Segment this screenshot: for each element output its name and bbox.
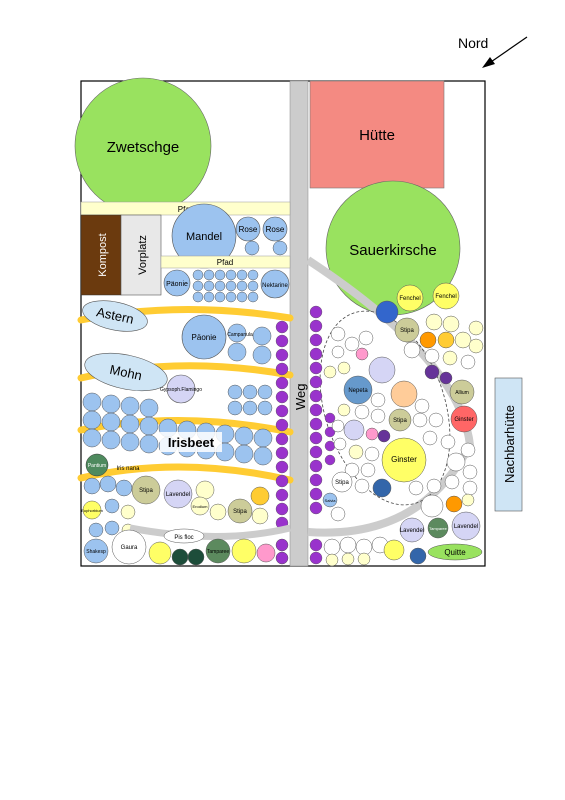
shakesp-label: Shakesp [86, 549, 106, 555]
nektarine-label: Nektarine [262, 283, 288, 289]
lavendel-left-label: Lavendel [166, 492, 190, 498]
nachbarhuette-building [494, 377, 523, 512]
lavendel-right2-label: Lavendel [454, 524, 478, 530]
weg-label: Weg [293, 384, 308, 411]
pfad-middle-label: Pfad [217, 258, 233, 267]
rose-1 [235, 216, 261, 242]
huette-label: Hütte [359, 127, 395, 144]
gypsophila-label: Gypsoph.Flamingo [160, 387, 202, 393]
euphorbium-left-label: Euphorbium [81, 508, 103, 513]
mohn-bed [84, 352, 168, 392]
astern-bed [82, 300, 148, 332]
ginster-label: Ginster [391, 455, 417, 464]
irisbeet-label-bg [160, 432, 222, 452]
paeonie-large [181, 314, 227, 360]
paeonie-small [163, 269, 191, 297]
paeonie-large-label: Päonie [192, 333, 217, 342]
gaura-label: Gaura [121, 545, 138, 551]
pis-floc-label: Pis floc [174, 535, 193, 541]
dashed-bed [319, 310, 451, 506]
mohn-label: Mohn [108, 362, 143, 383]
gypsophila-plant [166, 374, 196, 404]
rose-2-label: Rose [266, 225, 285, 234]
upper-right-plants [375, 282, 484, 370]
small-plant [272, 240, 288, 256]
rose-2 [262, 216, 288, 242]
tamparee-left-label: Tamparee [207, 549, 229, 555]
north-label: Nord [458, 35, 488, 51]
campanula-group [227, 323, 272, 365]
quitte-label: Quitte [444, 548, 466, 557]
salvia-label: Salvia [325, 498, 337, 503]
pfad-middle [160, 255, 291, 269]
vorplatz-area [120, 214, 162, 296]
tamparee-right-label: Tamparee [429, 526, 448, 531]
stipa-left-label: Stipa [139, 488, 153, 494]
ginster-small-label: Ginster [454, 417, 473, 423]
lavendel-right1-label: Lavendel [400, 528, 424, 534]
nepeta-label: Nepeta [348, 388, 368, 394]
weg-path [289, 80, 309, 567]
bottom-row-left [83, 529, 289, 566]
stipa-left2-label: Stipa [233, 509, 247, 515]
pis-floc-plant [163, 528, 205, 544]
grey-curve-left [129, 524, 291, 540]
stipa-right2-label: Stipa [393, 418, 407, 424]
erodium-left-label: Erodium [193, 504, 209, 509]
quitte-tree [427, 543, 483, 561]
stipa-right3-label: Stipa [335, 480, 349, 486]
iris-nana-label: Iris nana [116, 466, 140, 472]
campanula-label: Campanula [227, 332, 253, 338]
zwetschge-label: Zwetschge [107, 139, 180, 156]
pantium-label: Pantium [88, 463, 106, 469]
purple-column-right [309, 305, 336, 565]
middle-right-plants [322, 326, 478, 522]
nachbarhuette-label: Nachbarhütte [502, 405, 517, 483]
fenchel-2-label: Fenchel [435, 294, 456, 300]
stipa-right1-label: Stipa [400, 328, 414, 334]
small-plant [244, 240, 260, 256]
vorplatz-label: Vorplatz [137, 235, 149, 275]
north-arrow-icon [482, 36, 528, 68]
kompost-label: Kompost [97, 233, 109, 276]
mixed-plants-left [82, 475, 270, 538]
rose-1-label: Rose [239, 225, 258, 234]
sauerkirsche-label: Sauerkirsche [349, 242, 437, 259]
fenchel-1-label: Fenchel [399, 296, 420, 302]
bottom-row-right [323, 511, 481, 567]
purple-column-left [275, 320, 289, 530]
paeonie-small-label: Päonie [166, 281, 188, 288]
irisbeet-label: Irisbeet [168, 435, 215, 450]
mandel-label: Mandel [186, 231, 222, 243]
nektarine [260, 269, 290, 299]
plant-row [192, 269, 259, 303]
pantium-plant [85, 453, 109, 477]
allium-label: Allium [455, 390, 469, 396]
huette-building [309, 80, 445, 189]
kompost-area [80, 214, 122, 296]
